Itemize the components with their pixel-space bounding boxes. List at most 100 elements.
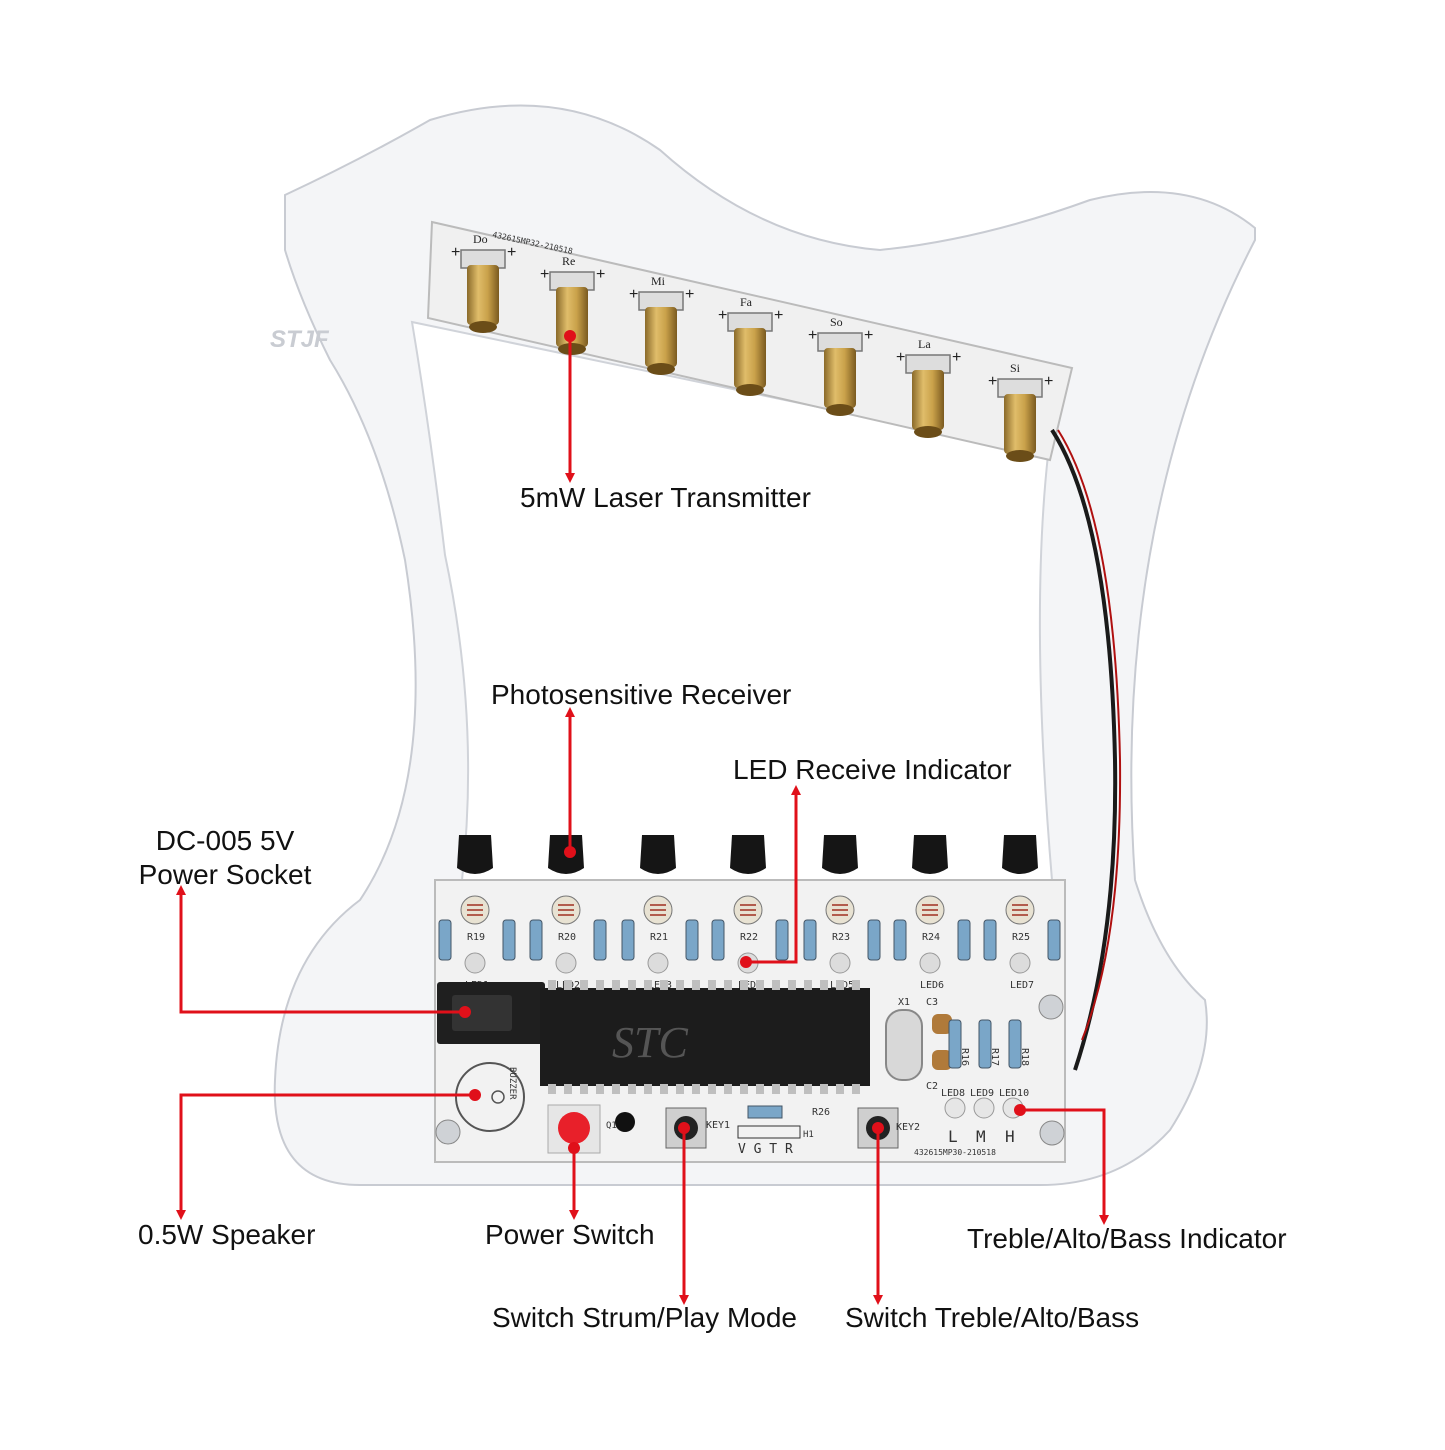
- svg-text:432615MP30-210518: 432615MP30-210518: [914, 1148, 996, 1157]
- note-label: Fa: [740, 295, 753, 309]
- stc-chip: [540, 988, 870, 1086]
- resistor-label: R23: [832, 932, 850, 943]
- receiver-cap: [640, 835, 676, 874]
- chip-pins: [548, 980, 860, 1094]
- svg-text:LED10: LED10: [999, 1088, 1029, 1099]
- svg-text:R17: R17: [989, 1048, 1000, 1066]
- transistor-q1: [615, 1112, 635, 1132]
- resistor-label: R25: [1012, 932, 1030, 943]
- label-treble-switch: Switch Treble/Alto/Bass: [845, 1302, 1140, 1333]
- svg-text:KEY1: KEY1: [706, 1120, 730, 1131]
- svg-text:X1: X1: [898, 997, 910, 1008]
- resistor-label: R21: [650, 932, 668, 943]
- laser-module-so: So + +: [808, 315, 873, 416]
- note-label: Re: [562, 254, 575, 268]
- label-led-receive-indicator: LED Receive Indicator: [733, 754, 1012, 785]
- label-power-socket-line1: DC-005 5V: [155, 825, 295, 856]
- laser-module-fa: Fa + +: [718, 295, 783, 396]
- note-label: La: [918, 337, 931, 351]
- led-label: LED7: [1010, 980, 1034, 991]
- svg-text:+: +: [596, 266, 605, 283]
- svg-text:+: +: [629, 286, 638, 303]
- receiver-cap: [730, 835, 766, 874]
- note-label: Do: [473, 232, 488, 246]
- chip-brand: STC: [612, 1018, 688, 1067]
- svg-text:+: +: [864, 327, 873, 344]
- arrow-power-socket: [176, 885, 465, 1014]
- led-label: LED4: [738, 980, 762, 991]
- svg-text:BUZZER: BUZZER: [507, 1067, 517, 1100]
- resistor-label: R20: [558, 932, 576, 943]
- note-label: Mi: [651, 274, 666, 288]
- laser-cable-red: [1057, 429, 1122, 1041]
- svg-text:H: H: [1005, 1127, 1015, 1146]
- watermark: STJF: [270, 326, 330, 353]
- label-strum-play-mode: Switch Strum/Play Mode: [492, 1302, 797, 1333]
- led8: [944, 1097, 966, 1119]
- buzzer: [455, 1062, 525, 1132]
- arrow-treble-indicator: [1020, 1108, 1109, 1225]
- screw: [1038, 994, 1064, 1020]
- laser-module-la: La + +: [896, 337, 961, 438]
- callout-arrows: [176, 336, 1109, 1305]
- svg-text:+: +: [896, 349, 905, 366]
- screw: [1039, 1120, 1065, 1146]
- label-power-socket: DC-005 5V Power Socket: [120, 824, 330, 892]
- screw: [435, 1119, 461, 1145]
- label-laser-transmitter: 5mW Laser Transmitter: [520, 482, 811, 513]
- sensor-row: R19LED1R20LED2R21LED3R22LED4R23LED5R24LE…: [438, 895, 1061, 991]
- label-photosensitive-receiver: Photosensitive Receiver: [491, 679, 792, 710]
- resistor-label: R19: [467, 932, 485, 943]
- receiver-caps: [457, 835, 1038, 874]
- led-label: LED6: [920, 980, 944, 991]
- svg-text:+: +: [540, 266, 549, 283]
- laser-module-re: Re + +: [540, 254, 605, 355]
- arrow-led-receive: [746, 785, 801, 964]
- harp-opening: [410, 320, 1054, 881]
- svg-text:M: M: [976, 1127, 986, 1146]
- resistor-label: R22: [740, 932, 758, 943]
- laser-module-si: Si++: [988, 361, 1053, 462]
- note-label: Si: [1010, 361, 1021, 375]
- svg-text:R26: R26: [812, 1107, 830, 1118]
- label-speaker: 0.5W Speaker: [138, 1219, 316, 1250]
- laser-module-mi: Mi + +: [629, 274, 694, 375]
- receiver-cap: [1002, 835, 1038, 874]
- svg-text:+: +: [451, 244, 460, 261]
- arrow-dots: [459, 330, 1026, 1154]
- label-power-switch: Power Switch: [485, 1219, 655, 1250]
- label-power-socket-line2: Power Socket: [138, 859, 312, 890]
- svg-text:+: +: [685, 286, 694, 303]
- laser-modules: Do++Re++Mi++Fa++So++La++Si++: [451, 232, 1053, 462]
- svg-text:Q1: Q1: [606, 1121, 617, 1131]
- svg-text:L: L: [948, 1127, 958, 1146]
- svg-text:R18: R18: [1019, 1048, 1030, 1066]
- svg-text:+: +: [774, 307, 783, 324]
- svg-text:KEY2: KEY2: [896, 1122, 920, 1133]
- svg-text:C3: C3: [926, 997, 938, 1008]
- svg-text:+: +: [507, 244, 516, 261]
- laser-module-do: Do + +: [451, 232, 516, 333]
- svg-text:V G T R: V G T R: [738, 1142, 793, 1157]
- receiver-cap: [822, 835, 858, 874]
- power-switch-button: [558, 1112, 590, 1144]
- svg-text:R16: R16: [959, 1048, 970, 1066]
- receiver-cap: [457, 835, 493, 874]
- svg-text:LED8: LED8: [941, 1088, 965, 1099]
- note-label: So: [830, 315, 843, 329]
- arrow-speaker: [176, 1093, 475, 1220]
- laser-cable: [1050, 428, 1118, 1071]
- svg-text:C2: C2: [926, 1081, 938, 1092]
- receiver-cap: [912, 835, 948, 874]
- svg-text:+: +: [952, 349, 961, 366]
- svg-text:H1: H1: [803, 1130, 814, 1140]
- crystal: [885, 1009, 923, 1081]
- svg-text:+: +: [718, 307, 727, 324]
- svg-text:+: +: [808, 327, 817, 344]
- resistor-label: R24: [922, 932, 940, 943]
- svg-text:+: +: [1044, 373, 1053, 390]
- label-treble-indicator: Treble/Alto/Bass Indicator: [967, 1223, 1287, 1254]
- led9: [973, 1097, 995, 1119]
